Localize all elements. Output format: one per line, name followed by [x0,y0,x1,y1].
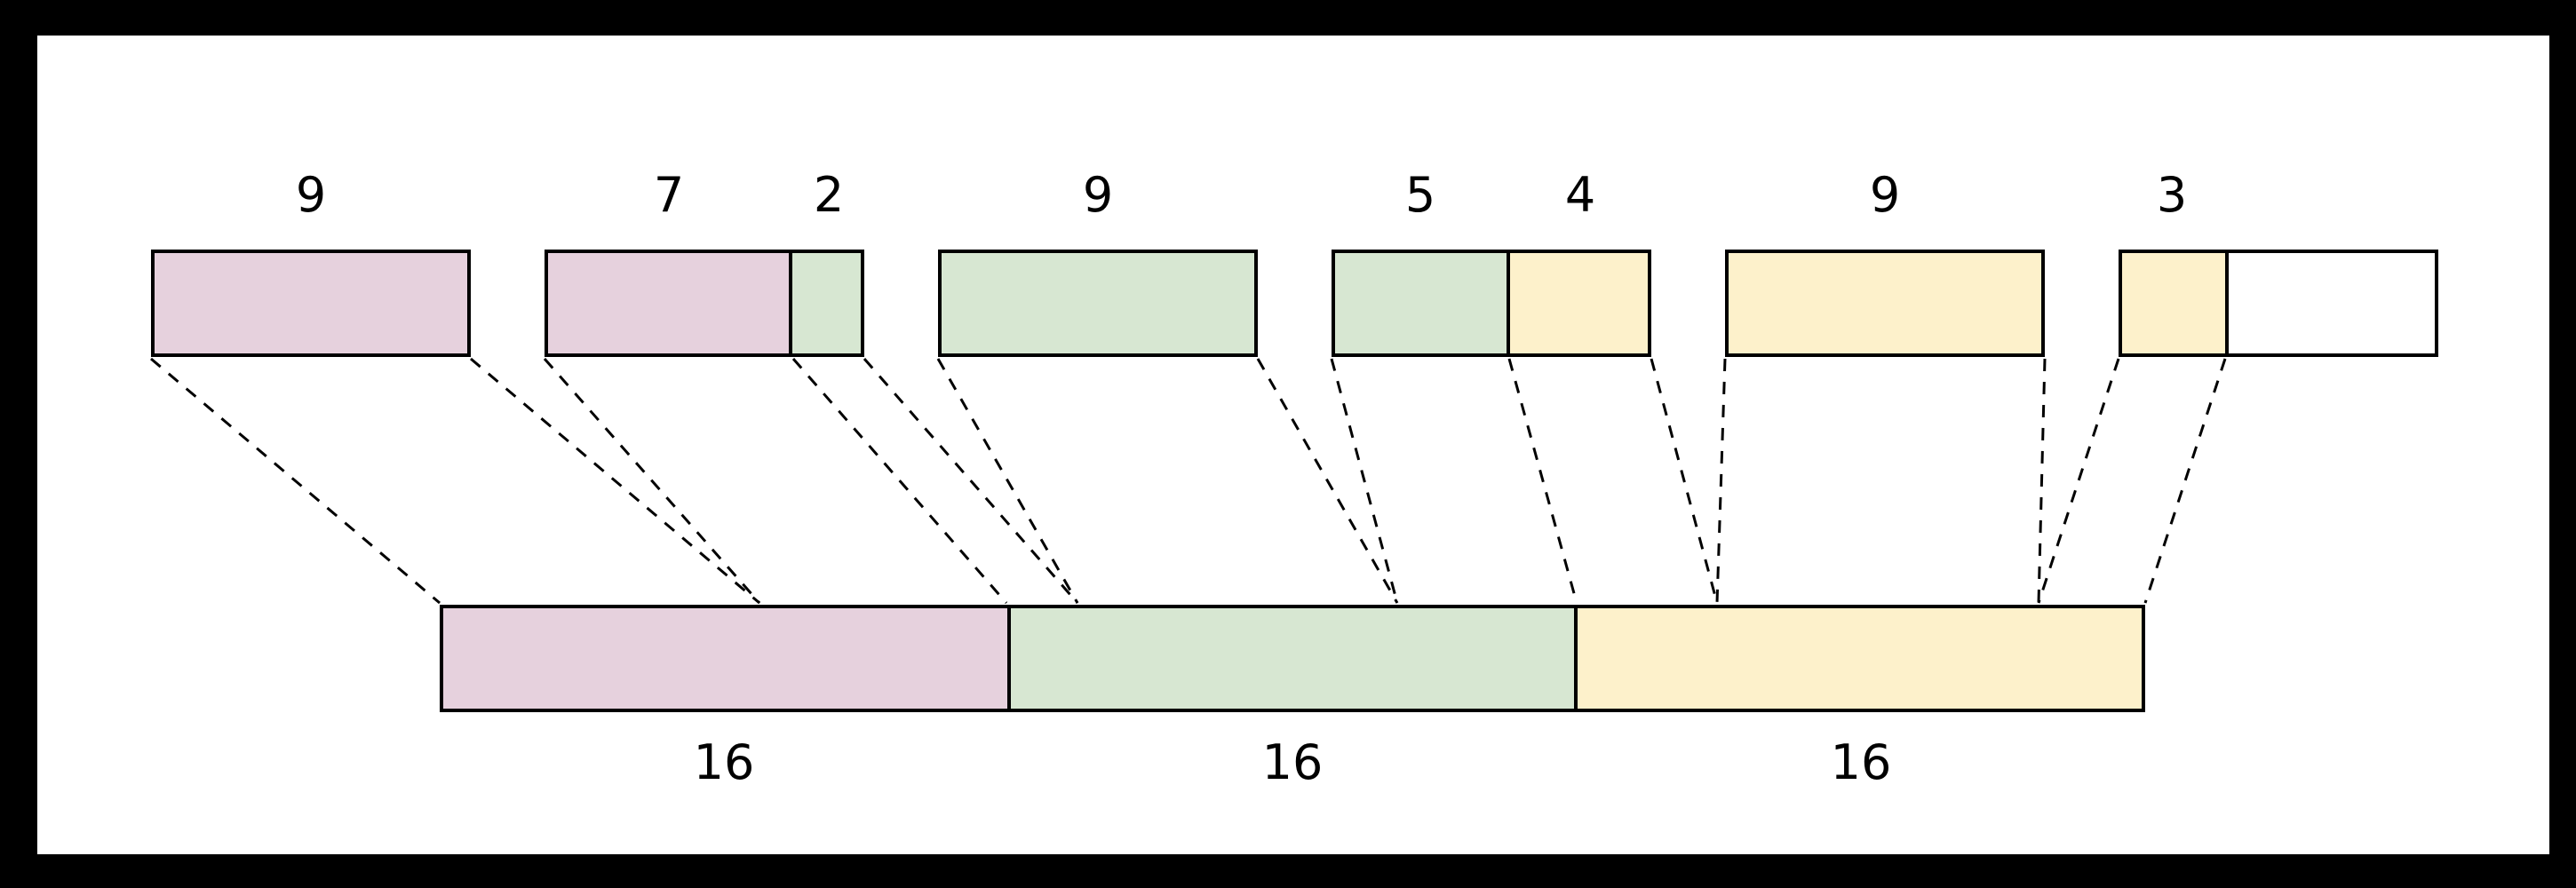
packed-block [443,608,1007,709]
mapping-dashed-line [863,358,1079,604]
chunk-segment [548,253,789,353]
mapping-dashed-line [791,358,1008,604]
top-chunk-1 [151,250,471,357]
top-chunk-6 [2119,250,2438,357]
mapping-dashed-line [2143,358,2227,604]
mapping-dashed-line [1330,358,1399,604]
mapping-dashed-line [1256,358,1399,604]
mapping-dashed-line [1715,358,1727,604]
diagram-canvas [37,36,2549,854]
top-chunk-2 [545,250,864,357]
chunk-label: 9 [1082,167,1114,223]
chunk-segment [1729,253,2041,353]
chunk-segment [155,253,467,353]
chunk-label: 4 [1564,167,1596,223]
chunk-segment [1335,253,1507,353]
block-label: 16 [1830,734,1892,790]
packed-block [1006,608,1575,709]
chunk-label: 2 [813,167,845,223]
mapping-dashed-line [2037,358,2047,604]
mapping-dashed-line [1507,358,1578,604]
chunk-segment [2122,253,2225,353]
mapping-dashed-line [470,357,760,605]
top-chunk-4 [1332,250,1651,357]
bottom-packed-bar [440,605,2145,712]
block-label: 16 [693,734,755,790]
packed-block [1574,608,2143,709]
top-chunk-5 [1725,250,2045,357]
chunk-label: 9 [295,167,327,223]
chunk-label: 3 [2156,167,2188,223]
top-chunk-3 [938,250,1258,357]
chunk-segment [788,253,861,353]
mapping-dashed-line [936,358,1079,604]
mapping-dashed-line [543,358,761,604]
chunk-segment [1507,253,1648,353]
block-label: 16 [1261,734,1324,790]
chunk-label: 9 [1869,167,1901,223]
chunk-segment [942,253,1254,353]
chunk-segment [2225,253,2435,353]
mapping-dashed-line [150,357,441,605]
mapping-dashed-line [2037,358,2120,604]
chunk-label: 7 [653,167,685,223]
chunk-label: 5 [1404,167,1436,223]
mapping-dashed-line [1650,358,1719,604]
